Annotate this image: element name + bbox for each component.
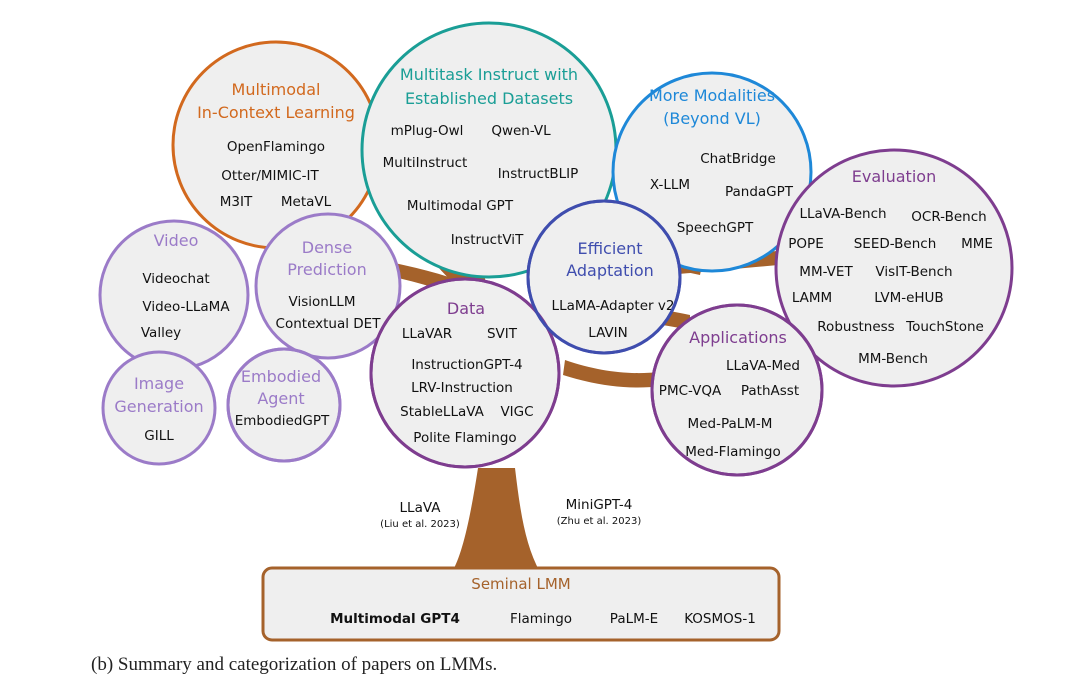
bubble-title-dense: Prediction [287,260,366,279]
root-model-citation: (Liu et al. 2023) [380,519,460,530]
bubble-outline-efficient [526,199,682,355]
bubble-circle-image-gen [101,350,217,466]
paper-label: EmbodiedGPT [235,413,330,429]
bubble-title-image-gen: Image [134,374,184,393]
bubble-outline-embodied [226,347,342,463]
root-model-name: LLaVA [400,500,442,516]
paper-label: LLaVA-Bench [799,206,886,222]
paper-label: VIGC [500,404,533,420]
paper-label: InstructionGPT-4 [411,357,522,373]
paper-label: ChatBridge [700,151,776,167]
bubble-modalities: More Modalities (Beyond VL) ChatBridgeX-LL… [611,71,813,273]
root-models: LLaVA (Liu et al. 2023) MiniGPT-4 (Zhu et a… [380,497,641,530]
paper-label: PandaGPT [725,184,794,200]
paper-label: StableLLaVA [400,404,484,420]
seminal-item: PaLM-E [610,611,658,627]
tree-branch [563,360,662,388]
seminal-box-frame [261,566,781,642]
paper-label: Robustness [817,319,894,335]
bubble-title-in-context: Multimodal [232,80,321,99]
paper-label: PMC-VQA [659,383,722,399]
bubble-title-data: Data [447,299,485,318]
paper-label: LLaVAR [402,326,452,342]
seminal-item: Multimodal GPT4 [330,611,460,627]
bubble-title-applications: Applications [689,328,787,347]
paper-label: mPlug-Owl [391,123,464,139]
paper-label: MetaVL [281,194,332,210]
seminal-item: Flamingo [510,611,572,627]
paper-label: VisIT-Bench [875,264,952,280]
bubble-title-evaluation: Evaluation [852,167,936,186]
paper-label: LAMM [792,290,832,306]
paper-label: MME [961,236,993,252]
bubble-title-efficient: Efficient [577,239,642,258]
paper-label: MultiInstruct [383,155,468,171]
paper-label: SpeechGPT [677,220,754,236]
root-model-citation: (Zhu et al. 2023) [557,516,642,527]
paper-label: LRV-Instruction [411,380,513,396]
paper-label: LVM-eHUB [874,290,943,306]
bubble-title-embodied: Agent [257,389,304,408]
paper-label: OCR-Bench [911,209,986,225]
paper-label: Polite Flamingo [413,430,516,446]
paper-label: Video-LLaMA [142,299,230,315]
bubble-circle-dense [254,212,402,360]
bubble-title-in-context: In-Context Learning [197,103,355,122]
paper-label: Med-PaLM-M [688,416,773,432]
paper-label: InstructViT [451,232,524,248]
paper-label: Qwen-VL [491,123,551,139]
bubble-title-multitask: Established Datasets [405,89,573,108]
bubble-circle-evaluation [774,148,1014,388]
bubble-circle-modalities [611,71,813,273]
bubble-title-modalities: (Beyond VL) [663,109,761,128]
bubble-title-embodied: Embodied [241,367,321,386]
seminal-item: KOSMOS-1 [684,611,756,627]
paper-label: GILL [144,428,174,444]
bubble-title-multitask: Multitask Instruct with [400,65,578,84]
bubble-title-modalities: More Modalities [649,86,775,105]
paper-label: MM-VET [799,264,853,280]
paper-label: SEED-Bench [854,236,937,252]
tree-branch [452,468,540,572]
paper-label: Contextual DET [276,316,382,332]
paper-label: MM-Bench [858,351,928,367]
paper-label: LAVIN [588,325,628,341]
bubble-title-video: Video [154,231,199,250]
paper-label: Multimodal GPT [407,198,514,214]
paper-label: PathAsst [741,383,799,399]
paper-label: Videochat [142,271,209,287]
bubble-outline-applications [650,303,824,477]
paper-label: SVIT [487,326,518,342]
paper-label: Otter/MIMIC-IT [221,168,319,184]
seminal-title: Seminal LMM [471,575,570,593]
paper-label: OpenFlamingo [227,139,325,155]
paper-label: M3IT [220,194,253,210]
bubble-title-dense: Dense [302,238,352,257]
paper-label: TouchStone [905,319,984,335]
bubble-title-efficient: Adaptation [566,261,654,280]
paper-label: InstructBLIP [498,166,579,182]
paper-label: Med-Flamingo [685,444,780,460]
bubble-outline-data [369,277,561,469]
paper-label: LLaMA-Adapter v2 [552,298,675,314]
seminal-box: Seminal LMM Multimodal GPT4 Flamingo PaLM-E… [261,566,781,642]
paper-label: Valley [141,325,181,341]
paper-label: VisionLLM [289,294,356,310]
paper-label: X-LLM [650,177,690,193]
bubble-title-image-gen: Generation [114,397,203,416]
figure-caption: (b) Summary and categorization of papers… [91,654,498,675]
paper-label: POPE [788,236,823,252]
paper-label: LLaVA-Med [726,358,800,374]
root-model-name: MiniGPT-4 [566,497,633,513]
